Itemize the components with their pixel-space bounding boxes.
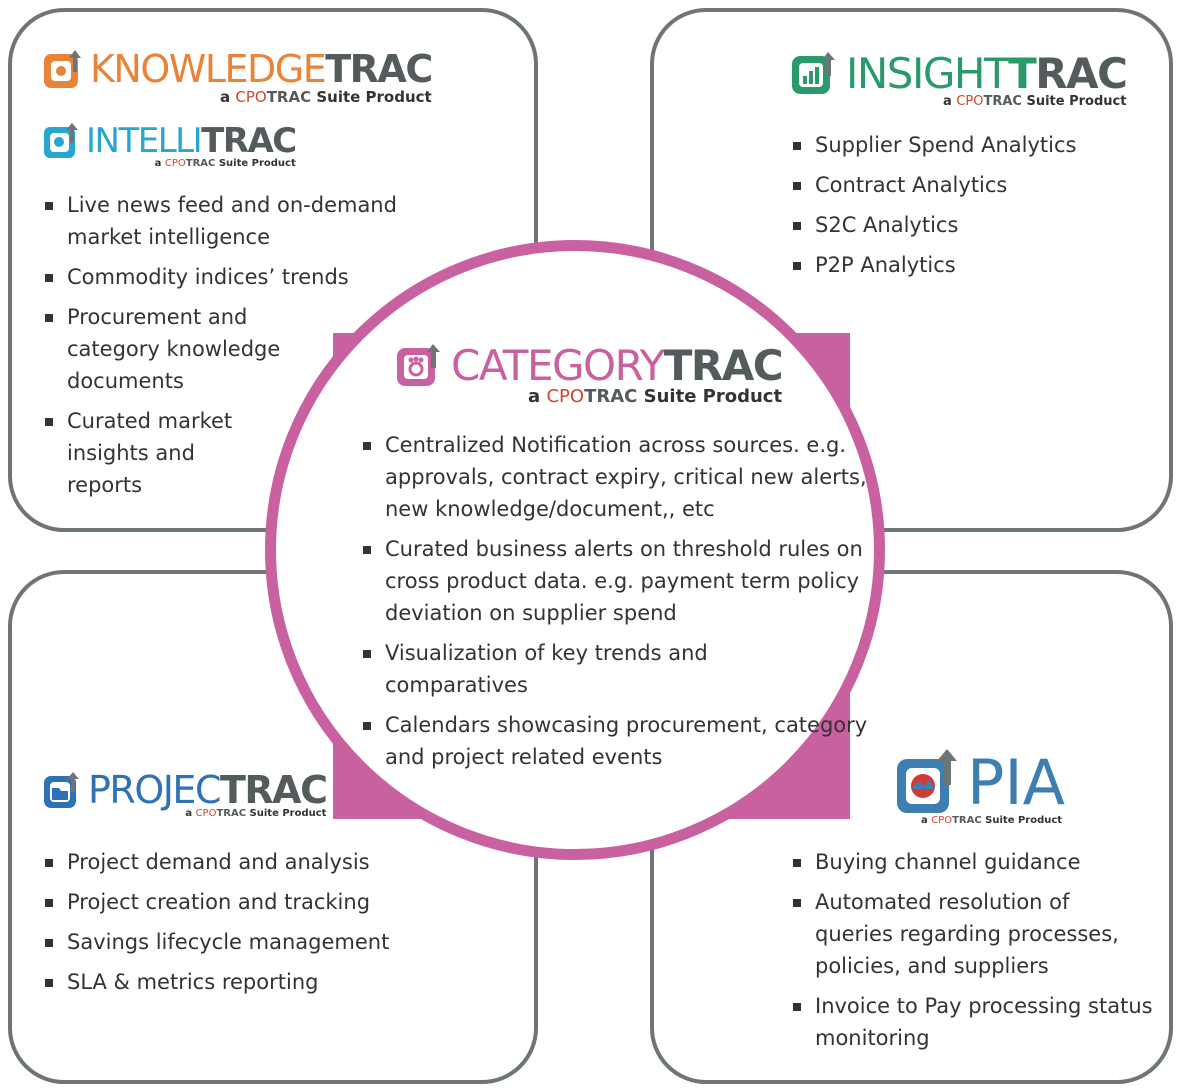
list-item: Calendars showcasing procurement, catego… (363, 709, 868, 773)
projectrac-logo: PROJECTRAC a CPOTRAC Suite Product (42, 768, 328, 819)
insighttrac-bold: RAC (1035, 48, 1128, 98)
insighttrac-bullets: Supplier Spend Analytics Contract Analyt… (793, 129, 1153, 289)
list-item: Curated business alerts on threshold rul… (363, 533, 868, 629)
categorytrac-bold: TRAC (663, 340, 784, 390)
pia-tagline: a CPOTRAC Suite Product (920, 815, 1063, 826)
knowledgetrac-tagline: a CPOTRAC Suite Product (220, 88, 432, 106)
list-item: Centralized Notification across sources.… (363, 429, 868, 525)
knowledgetrac-bold: TRAC (325, 47, 433, 91)
knowledgetrac-logo-icon (44, 50, 81, 88)
knowledgetrac-light: KNOWLEDGE (90, 47, 327, 91)
list-item: Invoice to Pay processing status monitor… (793, 990, 1153, 1054)
insighttrac-logo-icon (792, 52, 835, 94)
knowledge-intelli-bullets: Live news feed and on-demand market inte… (45, 189, 445, 509)
list-item: Visualization of key trends and comparat… (363, 637, 745, 701)
insighttrac-light: INSIGHT (846, 48, 1010, 98)
pia-logo: PIA a CPOTRAC Suite Product (893, 745, 1065, 826)
pia-logo-icon (897, 749, 957, 813)
list-item: Live news feed and on-demand market inte… (45, 189, 445, 253)
pia-bullets: Buying channel guidance Automated resolu… (793, 846, 1153, 1062)
categorytrac-light: CATEGORY (451, 340, 665, 390)
projectrac-bullets: Project demand and analysis Project crea… (45, 846, 465, 1006)
intellitrac-logo: INTELLITRAC a CPOTRAC Suite Product (42, 120, 297, 169)
projectrac-light: PROJEC (88, 768, 221, 812)
list-item: Project demand and analysis (45, 846, 465, 878)
categorytrac-tagline: a CPOTRAC Suite Product (528, 386, 783, 407)
list-item: Buying channel guidance (793, 846, 1153, 878)
pia-wordmark: PIA (967, 745, 1066, 819)
projectrac-logo-icon (44, 772, 79, 808)
intellitrac-tagline: a CPOTRAC Suite Product (154, 158, 296, 169)
categorytrac-logo: CATEGORYTRAC a CPOTRAC Suite Product (395, 340, 784, 407)
knowledgetrac-logo: KNOWLEDGETRAC a CPOTRAC Suite Product (42, 46, 433, 106)
intellitrac-light: INTELLI (86, 121, 203, 161)
intellitrac-logo-icon (44, 123, 78, 158)
list-item: Curated market insights and reports (45, 405, 252, 501)
list-item: Commodity indices’ trends (45, 261, 445, 293)
list-item: Procurement and category knowledge docum… (45, 301, 307, 397)
projectrac-bold: TRAC (219, 768, 328, 812)
list-item: Contract Analytics (793, 169, 1153, 201)
list-item: S2C Analytics (793, 209, 1153, 241)
list-item: SLA & metrics reporting (45, 966, 465, 998)
categorytrac-bullets: Centralized Notification across sources.… (363, 429, 868, 781)
insighttrac-logo: INSIGHTTRAC a CPOTRAC Suite Product (790, 48, 1128, 109)
categorytrac-logo-icon (397, 344, 440, 386)
list-item: Project creation and tracking (45, 886, 465, 918)
list-item: Automated resolution of queries regardin… (793, 886, 1153, 982)
intellitrac-bold: TRAC (201, 121, 297, 161)
list-item: Supplier Spend Analytics (793, 129, 1153, 161)
projectrac-tagline: a CPOTRAC Suite Product (185, 808, 327, 819)
list-item: Savings lifecycle management (45, 926, 465, 958)
list-item: P2P Analytics (793, 249, 1153, 281)
insighttrac-tagline: a CPOTRAC Suite Product (943, 94, 1127, 109)
